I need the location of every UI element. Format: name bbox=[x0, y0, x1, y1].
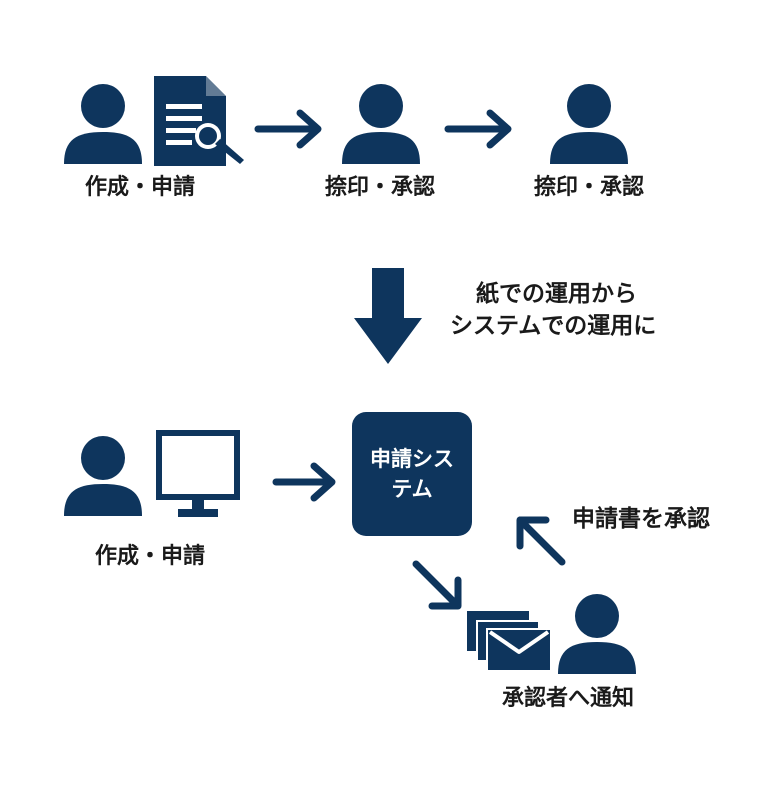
notify-approver-label: 承認者へ通知 bbox=[501, 686, 635, 711]
system-label: 申請システム bbox=[370, 446, 454, 501]
arrow-right-icon bbox=[444, 109, 512, 149]
step-label-stamp-approve: 捺印・承認 bbox=[324, 175, 436, 200]
person-icon bbox=[64, 436, 142, 516]
person-icon bbox=[558, 594, 636, 674]
arrow-down-right-icon bbox=[412, 560, 462, 610]
person-icon bbox=[64, 84, 142, 164]
arrow-down-icon bbox=[354, 268, 422, 364]
mail-stack-icon bbox=[467, 611, 550, 670]
step-label-create-apply: 作成・申請 bbox=[84, 175, 196, 200]
document-icon bbox=[154, 76, 244, 166]
person-icon bbox=[342, 84, 420, 164]
transition-note-line1: 紙での運用から bbox=[476, 281, 637, 307]
transition-note: 紙での運用から システムでの運用に bbox=[450, 278, 656, 342]
application-system-box: 申請システム bbox=[352, 412, 472, 536]
person-icon bbox=[550, 84, 628, 164]
arrow-right-icon bbox=[254, 109, 322, 149]
transition-note-line2: システムでの運用に bbox=[450, 313, 657, 340]
arrow-up-left-icon bbox=[516, 516, 566, 566]
monitor-icon bbox=[156, 430, 240, 517]
approve-application-label: 申請書を承認 bbox=[572, 506, 710, 532]
arrow-right-icon bbox=[272, 462, 336, 502]
step-label-stamp-approve-final: 捺印・承認 bbox=[533, 175, 645, 200]
bottom-label-create-apply: 作成・申請 bbox=[94, 544, 206, 569]
